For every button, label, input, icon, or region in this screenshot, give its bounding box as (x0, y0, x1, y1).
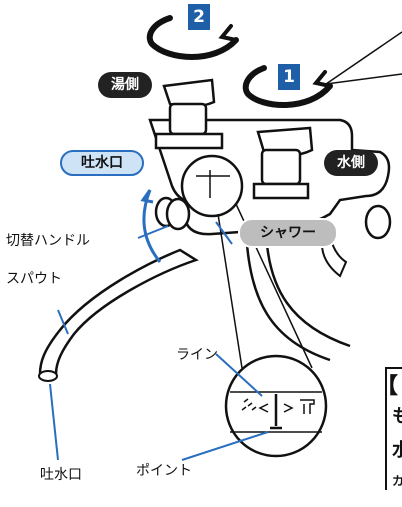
outlet-badge: 吐水口 (60, 150, 144, 176)
dial-pointer (270, 394, 282, 430)
cutoff-text-a: も (392, 406, 402, 427)
spout-tip (38, 370, 58, 382)
hot-side-badge: 湯側 (98, 72, 152, 98)
switch-rotate-icon (142, 189, 162, 263)
right-arrow-icon (283, 403, 294, 413)
dial-magnifier (180, 154, 244, 218)
spout-mode-icon (300, 399, 315, 414)
line-label: ライン (176, 347, 218, 363)
wall-flange-right (364, 204, 392, 240)
cutoff-bracket: 【 (376, 374, 399, 399)
leader-lines (49, 221, 269, 461)
spout-label: スパウト (6, 271, 62, 287)
cutoff-text-c: カ (392, 474, 402, 488)
rotate-arrow-2-icon (146, 15, 239, 60)
shower-hose (244, 229, 351, 362)
cold-handle (252, 126, 314, 200)
rotate-arrow-1-icon (242, 65, 333, 109)
outlet-label: 吐水口 (40, 467, 82, 483)
point-label: ポイント (136, 463, 192, 479)
step-1-badge: 1 (278, 64, 300, 90)
switch-handle-label: 切替ハンドル (6, 233, 90, 249)
left-arrow-icon (258, 403, 269, 413)
spout-pipe (38, 248, 199, 376)
shower-mode-icon (241, 398, 257, 411)
cold-side-badge: 水側 (324, 150, 378, 176)
switch-handle-knob (165, 197, 191, 231)
shower-badge: シャワー (238, 218, 338, 248)
step-2-badge: 2 (188, 4, 210, 30)
cutoff-text-b: 水 (392, 440, 402, 461)
callout-lines (325, 31, 402, 85)
hot-handle (154, 78, 224, 150)
